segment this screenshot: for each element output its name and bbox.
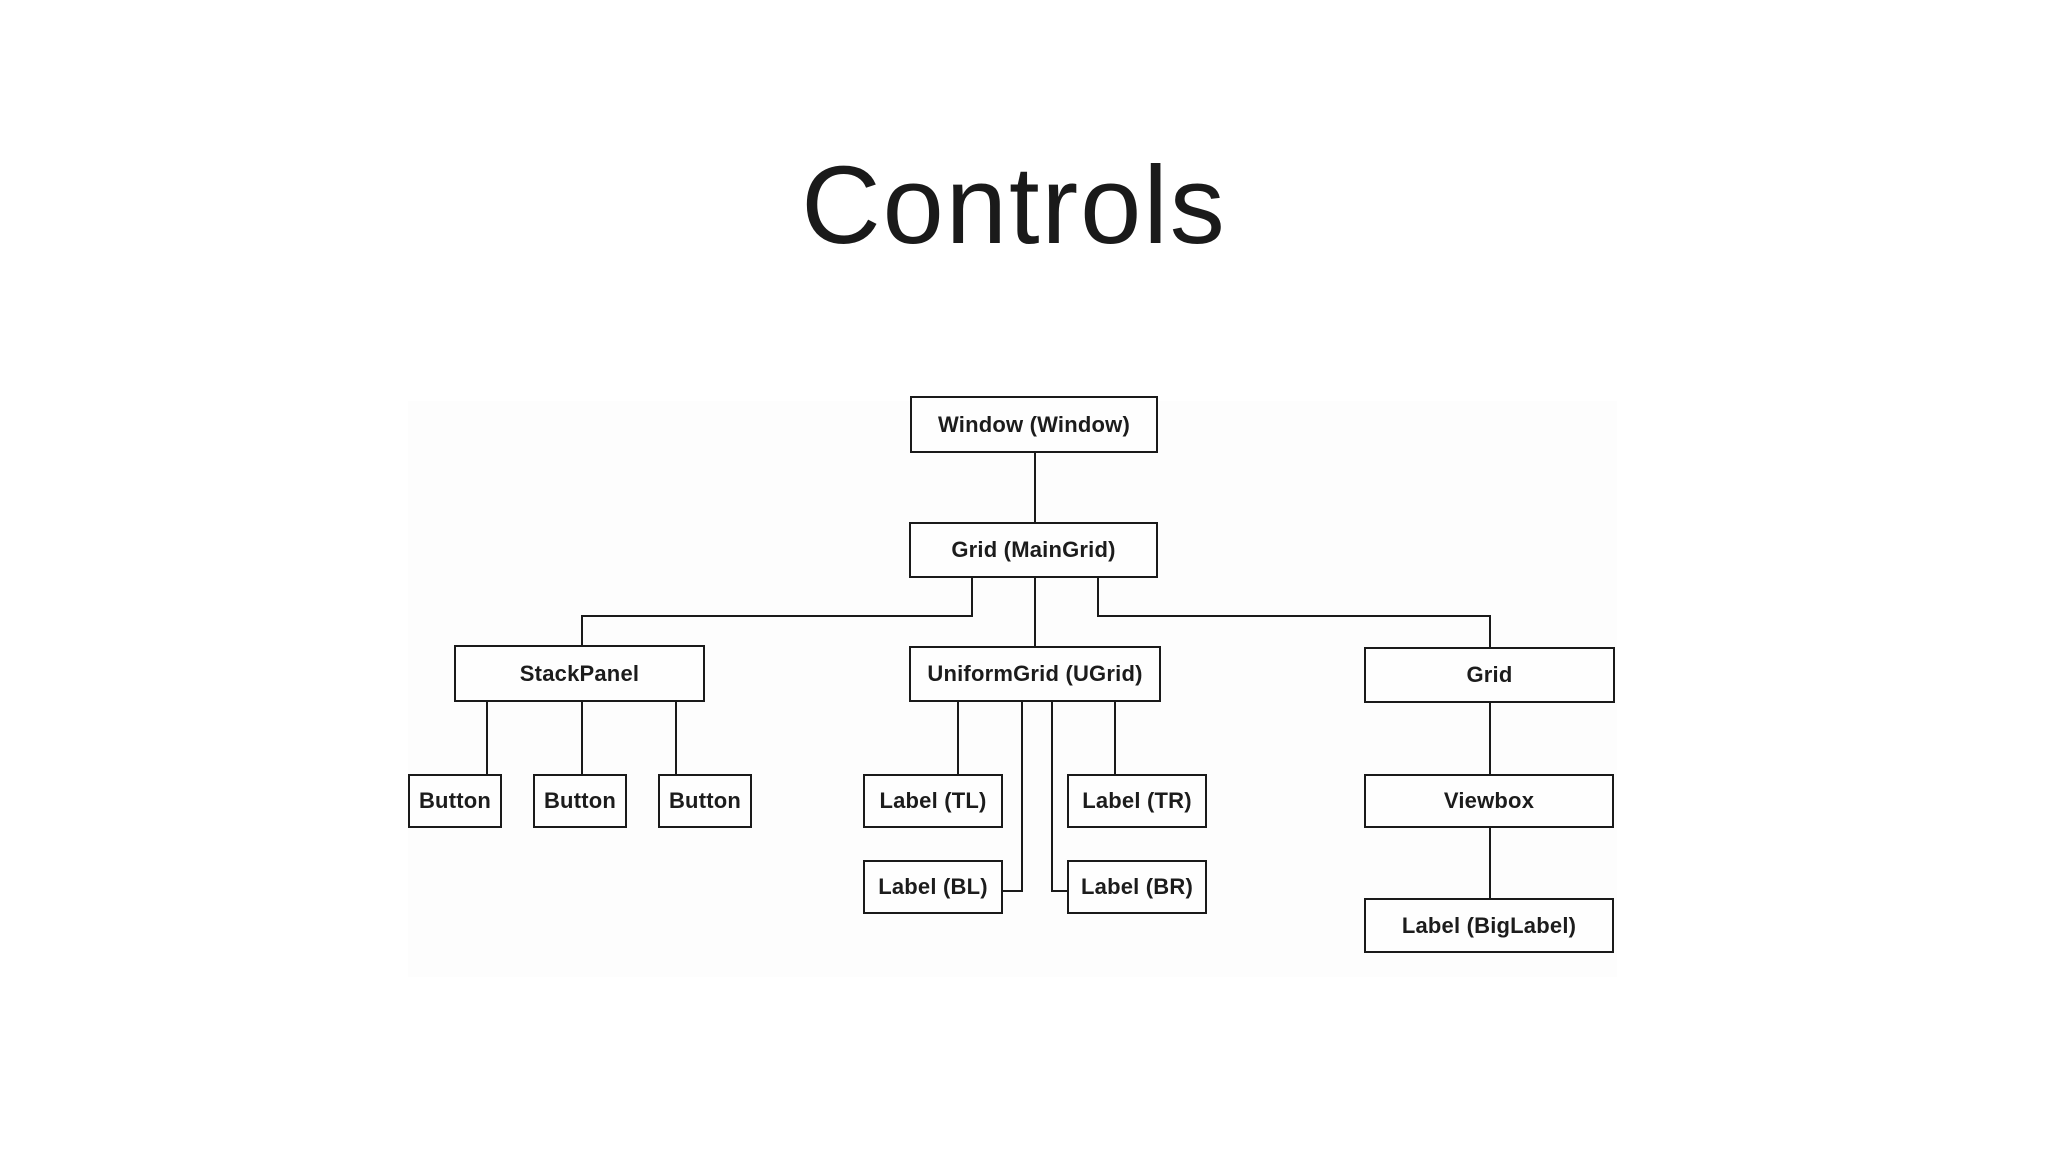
node-window: Window (Window) — [910, 396, 1158, 453]
node-label-tl: Label (TL) — [863, 774, 1003, 828]
node-viewbox: Viewbox — [1364, 774, 1614, 828]
connector-ugrid-label-tr — [1114, 702, 1116, 774]
node-stackpanel-label: StackPanel — [519, 660, 640, 686]
connector-maingrid-right-drop — [1097, 578, 1099, 617]
node-maingrid: Grid (MainGrid) — [909, 522, 1158, 578]
node-uniformgrid: UniformGrid (UGrid) — [909, 646, 1161, 702]
slide-title: Controls — [801, 144, 1227, 267]
node-label-tr: Label (TR) — [1067, 774, 1207, 828]
node-button-2-label: Button — [543, 788, 617, 813]
node-button-1-label: Button — [418, 788, 492, 813]
node-label-br: Label (BR) — [1067, 860, 1207, 914]
node-viewbox-label: Viewbox — [1443, 788, 1535, 813]
connector-ugrid-label-br-vertical — [1051, 702, 1053, 892]
node-stackpanel: StackPanel — [454, 645, 705, 702]
connector-ugrid-label-bl-hook — [1003, 890, 1023, 892]
node-label-bl-label: Label (BL) — [878, 874, 988, 899]
connector-maingrid-left-drop — [971, 578, 973, 617]
node-label-tl-label: Label (TL) — [879, 788, 987, 813]
connector-stackpanel-button2 — [581, 702, 583, 774]
node-maingrid-label: Grid (MainGrid) — [951, 537, 1116, 562]
connector-ugrid-label-tl — [957, 702, 959, 774]
connector-stackpanel-drop — [581, 615, 583, 645]
connector-grid-drop — [1489, 615, 1491, 647]
connector-stackpanel-button3 — [675, 702, 677, 774]
connector-right-horizontal — [1097, 615, 1491, 617]
node-label-bl: Label (BL) — [863, 860, 1003, 914]
node-grid-label: Grid — [1466, 662, 1513, 687]
node-button-3-label: Button — [668, 788, 742, 813]
node-button-3: Button — [658, 774, 752, 828]
connector-left-horizontal — [581, 615, 973, 617]
node-window-label: Window (Window) — [938, 411, 1130, 437]
node-label-biglabel-label: Label (BigLabel) — [1401, 912, 1577, 938]
node-uniformgrid-label: UniformGrid (UGrid) — [927, 661, 1143, 686]
connector-viewbox-biglabel — [1489, 828, 1491, 898]
connector-grid-viewbox — [1489, 703, 1491, 774]
node-label-tr-label: Label (TR) — [1082, 788, 1192, 813]
node-grid: Grid — [1364, 647, 1615, 703]
node-button-2: Button — [533, 774, 627, 828]
node-label-biglabel: Label (BigLabel) — [1364, 898, 1614, 953]
connector-stackpanel-button1 — [486, 702, 488, 774]
node-label-br-label: Label (BR) — [1081, 874, 1193, 899]
connector-window-maingrid — [1034, 453, 1036, 523]
connector-maingrid-uniformgrid — [1034, 578, 1036, 646]
connector-ugrid-label-br-hook — [1051, 890, 1067, 892]
connector-ugrid-label-bl-vertical — [1021, 702, 1023, 892]
node-button-1: Button — [408, 774, 502, 828]
